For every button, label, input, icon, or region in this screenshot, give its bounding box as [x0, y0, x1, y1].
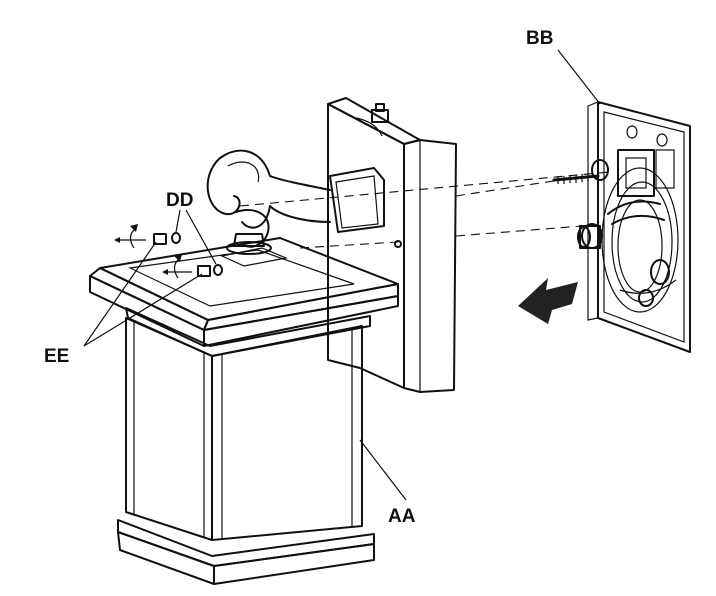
mounting-plate-bb	[552, 101, 691, 353]
label-bb: BB	[526, 28, 553, 49]
fixture-backplate	[327, 97, 457, 393]
part-dd-washers	[171, 232, 223, 276]
part-ee-nuts	[114, 224, 211, 279]
lantern-roof	[89, 237, 399, 357]
alignment-lines	[239, 171, 611, 249]
direction-arrow	[518, 278, 578, 324]
scroll-arm	[206, 149, 385, 255]
label-ee: EE	[44, 346, 69, 367]
leader-lines	[83, 49, 601, 501]
label-aa: AA	[388, 506, 416, 527]
lantern-body-aa	[117, 317, 375, 585]
label-dd: DD	[166, 190, 193, 211]
